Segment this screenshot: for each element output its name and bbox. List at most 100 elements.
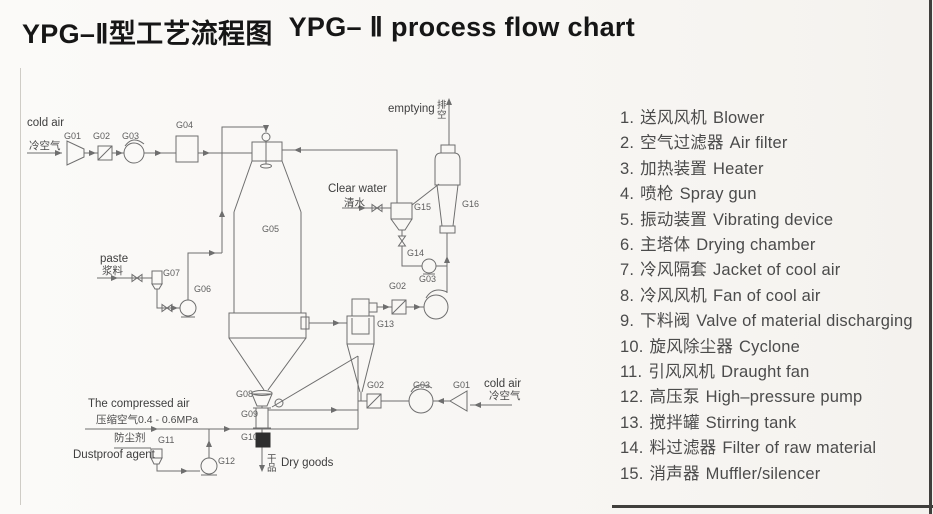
tank-g15-shape	[390, 202, 413, 220]
page-border-left	[20, 68, 21, 505]
fan-g03-top: G03	[122, 131, 145, 164]
page-border-bottom	[612, 505, 933, 508]
label-dry-goods-zh-2: 品	[267, 463, 277, 474]
label-paste-en: paste	[100, 253, 128, 265]
legend-item-num: 12.	[620, 388, 644, 407]
legend-item-zh: 加热装置	[640, 159, 707, 178]
dustproof-hopper-g11-cone	[150, 457, 163, 465]
component-label-g16: G16	[462, 199, 479, 209]
cyclone-g13-cap	[351, 298, 370, 317]
legend-item-en: Draught fan	[721, 363, 810, 382]
cold-air-inlet-top: cold air 冷空气	[27, 117, 64, 152]
valve-paste-line	[131, 273, 143, 283]
label-clear-water-zh: 清水	[344, 196, 365, 209]
legend-item-num: 11.	[620, 363, 643, 382]
component-label-g02: G02	[93, 131, 110, 141]
legend-item-zh: 消声器	[649, 464, 700, 483]
flow-arrows	[55, 98, 481, 474]
legend-item-zh: 料过滤器	[649, 439, 717, 458]
legend-item-zh: 下料阀	[640, 312, 691, 331]
legend-item-en: Valve of material discharging	[696, 312, 913, 331]
component-label-g09: G09	[241, 409, 258, 419]
component-label-g06: G06	[194, 284, 211, 294]
label-emptying-en: emptying	[388, 103, 435, 115]
pressure-pump-g06	[179, 299, 197, 317]
heater-g04-shape	[175, 135, 199, 163]
cool-air-inlet-bottom: G02 G03 G01 cold air 冷空气	[366, 378, 521, 414]
legend-item-en: Drying chamber	[696, 236, 816, 255]
legend-item-zh: 振动装置	[640, 210, 707, 229]
page-title-en: YPG– Ⅱ process flow chart	[288, 12, 636, 42]
spray-gun-mount	[261, 132, 271, 142]
pipes	[27, 100, 512, 472]
legend-item-num: 9.	[620, 312, 635, 331]
legend-item-num: 15.	[620, 464, 644, 483]
legend-item-num: 1.	[620, 109, 635, 127]
label-cold-air-top-zh: 冷空气	[29, 139, 61, 152]
component-label-g01: G01	[64, 131, 81, 141]
chamber-outlet-stub	[300, 316, 310, 330]
legend-item-num: 14.	[620, 439, 644, 458]
legend-item-en: Heater	[712, 159, 764, 178]
label-emptying-zh-2: 空	[437, 109, 447, 121]
legend-item-en: Vibrating device	[712, 210, 834, 229]
label-dry-goods-zh-1: 干	[267, 454, 277, 465]
component-label-g03-mid: G03	[419, 274, 436, 284]
compressed-air-line: The compressed air 压缩空气0.4 - 0.6MPa 防尘剂 …	[73, 398, 235, 476]
legend-item-en: Jacket of cool air	[712, 261, 841, 280]
component-label-g07: G07	[163, 268, 180, 278]
draught-fan-g03-shape	[423, 294, 449, 320]
label-clear-water-en: Clear water	[328, 183, 387, 195]
legend-item-en: Cyclone	[739, 337, 801, 356]
tank-g15: G15	[390, 202, 431, 231]
legend-item-zh: 主塔体	[640, 236, 691, 255]
cool-air-jacket	[228, 312, 307, 339]
legend-item-zh: 搅拌罐	[649, 413, 700, 432]
heater-g04: G04	[175, 120, 199, 163]
legend-item-num: 2.	[620, 134, 635, 153]
discharge-funnel-g08	[251, 393, 273, 407]
valves	[131, 203, 407, 408]
legend-item-zh: 喷枪	[640, 185, 674, 204]
raw-material-filter-g07	[151, 270, 163, 285]
filter-g02-mid-shape	[391, 299, 407, 315]
legend-item-en: Spray gun	[679, 185, 757, 204]
rotary-valve-g10	[255, 432, 271, 448]
component-label-g02-mid: G02	[389, 281, 406, 291]
legend-item-num: 8.	[620, 286, 635, 305]
component-label-g04: G04	[176, 120, 193, 130]
legend-item: 9. 下料阀 Valve of material discharging	[620, 309, 930, 334]
label-dustproof-en: Dustproof agent	[73, 449, 156, 461]
component-label-g13: G13	[377, 319, 394, 329]
legend-item-num: 10.	[620, 337, 644, 356]
component-label-g05: G05	[262, 224, 279, 234]
air-filter-g02-top: G02	[93, 131, 113, 161]
valve-clear-water	[371, 203, 383, 213]
component-label-g11: G11	[158, 435, 174, 445]
component-label-g08: G08	[236, 389, 253, 399]
label-cold-air-top-en: cold air	[27, 117, 64, 129]
legend-item-zh: 旋风除尘器	[649, 337, 734, 356]
page-border-right	[929, 0, 932, 514]
muffler-g16-body	[434, 152, 461, 186]
legend-item-zh: 高压泵	[649, 388, 700, 407]
discharge-stack: G08 G09 G10 干 品 Dry goods	[236, 389, 334, 474]
legend-item-zh: 冷风隔套	[640, 261, 707, 280]
clear-water-line: Clear water 清水	[328, 183, 387, 209]
label-compressed-air-en: The compressed air	[88, 398, 190, 410]
valve-paste-pump	[161, 303, 173, 313]
label-cold-air-bot-zh: 冷空气	[489, 389, 521, 402]
legend-item-zh: 引风风机	[648, 363, 716, 382]
blower-g01-shape	[66, 140, 85, 166]
filter-g02-bot-shape	[366, 393, 382, 409]
legend-item: 11. 引风风机 Draught fan	[620, 360, 930, 385]
air-filter-g02-shape	[97, 145, 113, 161]
